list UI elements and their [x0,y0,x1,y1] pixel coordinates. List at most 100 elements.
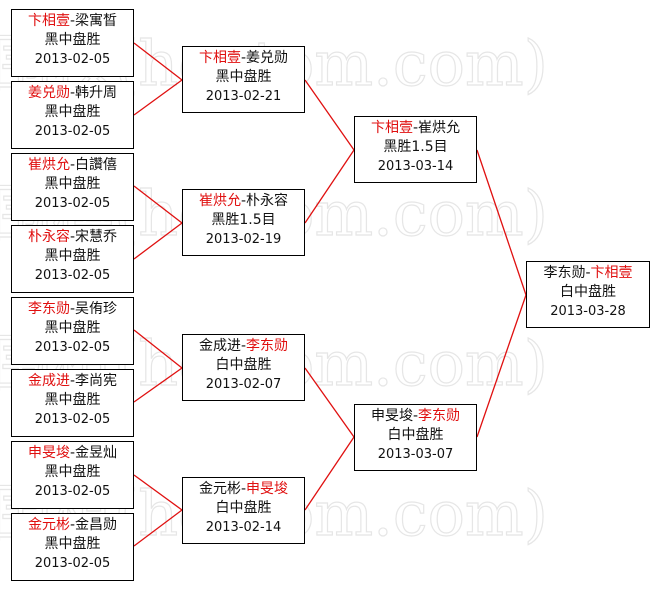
connector-line [133,329,183,369]
player-name: 金元彬 [198,481,241,497]
match-date: 2013-02-05 [34,124,111,139]
separator: - [69,157,76,173]
match-box-round3-2: 申旻埈-李东勋 白中盘胜 2013-03-07 [354,404,477,471]
connector-line [476,294,527,438]
match-result: 白中盘胜 [215,357,272,373]
player-name: 姜兑勋 [246,50,289,66]
match-box-round1-7: 申旻埈-金昱灿 黑中盘胜 2013-02-05 [11,441,134,509]
match-players: 卞相壹-梁寓晳 [12,12,133,31]
player-name: 李东勋 [543,265,586,281]
player-name: 卞相壹 [198,50,241,66]
match-players: 卞相壹-姜兑勋 [183,49,304,68]
match-box-round3-1: 卞相壹-崔烘允 黑胜1.5目 2013-03-14 [354,116,477,183]
match-players: 卞相壹-崔烘允 [355,119,476,138]
player-name: 金元彬 [27,517,70,533]
separator: - [69,13,76,29]
match-players: 李东勋-吴侑珍 [12,300,133,319]
connector-line [133,42,183,81]
connector-line [304,79,355,151]
connector-line [133,367,183,403]
match-result: 黑中盘胜 [44,320,101,336]
connector-line [133,222,183,260]
match-players: 金元彬-金昌勋 [12,516,133,535]
match-result: 白中盘胜 [215,500,272,516]
match-date: 2013-02-05 [34,412,111,427]
match-date: 2013-02-05 [34,196,111,211]
player-name: 李东勋 [418,408,461,424]
player-name: 卞相壹 [590,265,633,281]
match-players: 崔烘允-朴永容 [183,192,304,211]
match-box-round1-5: 李东勋-吴侑珍 黑中盘胜 2013-02-05 [11,297,134,365]
separator: - [585,265,591,281]
match-box-round1-4: 朴永容-宋慧乔 黑中盘胜 2013-02-05 [11,225,134,293]
player-name: 朴永容 [27,229,70,245]
player-name: 金成进 [198,338,241,354]
connector-line [133,509,183,547]
separator: - [69,301,76,317]
match-box-round1-2: 姜兑勋-韩升周 黑中盘胜 2013-02-05 [11,81,134,149]
match-result: 黑中盘胜 [44,248,101,264]
connector-line [476,149,527,296]
match-players: 金成进-李尚宪 [12,372,133,391]
player-name: 金成进 [27,373,70,389]
match-result: 黑中盘胜 [215,69,272,85]
match-box-round1-6: 金成进-李尚宪 黑中盘胜 2013-02-05 [11,369,134,437]
separator: - [69,229,76,245]
match-result: 黑中盘胜 [44,32,101,48]
match-result: 白中盘胜 [387,427,444,443]
match-date: 2013-02-05 [34,268,111,283]
match-result: 黑中盘胜 [44,176,101,192]
separator: - [412,120,419,136]
match-box-final: 李东勋-卞相壹 白中盘胜 2013-03-28 [526,261,650,328]
player-name: 金昌勋 [75,517,118,533]
match-result: 黑胜1.5目 [211,212,276,228]
match-players: 申旻埈-金昱灿 [12,444,133,463]
match-box-round1-3: 崔烘允-白讚僖 黑中盘胜 2013-02-05 [11,153,134,221]
match-players: 金元彬-申旻埈 [183,480,304,499]
match-players: 朴永容-宋慧乔 [12,228,133,247]
player-name: 吴侑珍 [75,301,118,317]
match-players: 崔烘允-白讚僖 [12,156,133,175]
separator: - [69,517,76,533]
match-date: 2013-02-07 [205,377,282,392]
connector-line [133,185,183,224]
player-name: 崔烘允 [418,120,461,136]
player-name: 李东勋 [27,301,70,317]
match-box-round2-4: 金元彬-申旻埈 白中盘胜 2013-02-14 [182,477,305,544]
player-name: 朴永容 [246,193,289,209]
player-name: 崔烘允 [27,157,70,173]
match-date: 2013-03-07 [377,447,454,462]
player-name: 白讚僖 [75,157,118,173]
match-box-round2-1: 卞相壹-姜兑勋 黑中盘胜 2013-02-21 [182,46,305,113]
match-date: 2013-02-19 [205,232,282,247]
match-result: 白中盘胜 [560,284,616,300]
separator: - [240,338,247,354]
separator: - [69,445,76,461]
player-name: 李尚宪 [75,373,118,389]
match-box-round2-3: 金成进-李东勋 白中盘胜 2013-02-07 [182,334,305,401]
connector-line [304,149,355,224]
separator: - [69,85,76,101]
match-result: 黑中盘胜 [44,392,101,408]
match-players: 李东勋-卞相壹 [527,264,649,283]
separator: - [412,408,419,424]
match-date: 2013-03-28 [550,304,626,319]
player-name: 申旻埈 [246,481,289,497]
match-box-round2-2: 崔烘允-朴永容 黑胜1.5目 2013-02-19 [182,189,305,256]
match-players: 申旻埈-李东勋 [355,407,476,426]
player-name: 金昱灿 [75,445,118,461]
player-name: 申旻埈 [27,445,70,461]
match-result: 黑胜1.5目 [383,139,448,155]
player-name: 姜兑勋 [27,85,70,101]
match-result: 黑中盘胜 [44,464,101,480]
player-name: 卞相壹 [27,13,70,29]
player-name: 崔烘允 [198,193,241,209]
player-name: 申旻埈 [370,408,413,424]
separator: - [240,193,247,209]
match-players: 金成进-李东勋 [183,337,304,356]
player-name: 韩升周 [75,85,118,101]
match-result: 黑中盘胜 [44,536,101,552]
match-players: 姜兑勋-韩升周 [12,84,133,103]
separator: - [240,481,247,497]
